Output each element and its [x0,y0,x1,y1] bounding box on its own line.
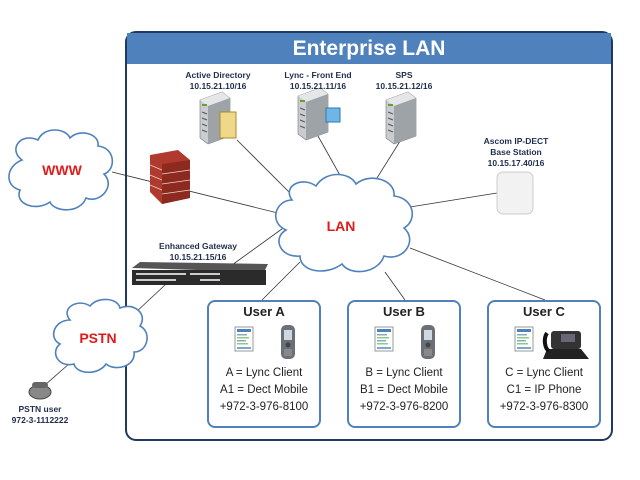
lync-front-end-server-icon [297,87,329,141]
base-station-name: Ascom IP-DECT [483,136,549,146]
pstn-user-number: 972-3-1112222 [11,415,69,425]
user-title: User C [523,304,565,319]
www-label: WWW [42,162,82,178]
server-name: Active Directory [185,70,251,80]
dect-mobile-icon [421,325,435,359]
pstn-phone-icon [28,382,52,400]
server-ip: 10.15.21.10/16 [189,81,247,91]
enterprise-lan-boundary [125,31,613,441]
sps-server-icon [385,91,417,145]
ip-phone-icon [542,331,589,359]
user-line-1: A = Lync Client [225,367,303,379]
firewall-icon [149,150,191,204]
server-name: Lync - Front End [284,70,352,80]
lync-client-icon [234,326,254,352]
lync-client-icon [374,326,394,352]
dect-mobile-icon [281,325,295,359]
base-station-name-2: Base Station [490,147,542,157]
user-line-1: B = Lync Client [365,367,443,379]
user-devices-icons [234,325,295,359]
user-title: User B [383,304,425,319]
user-line-2: A1 = Dect Mobile [220,384,308,396]
user-title: User A [243,304,285,319]
gateway-name: Enhanced Gateway [159,241,237,251]
server-name: SPS [395,70,413,80]
lan-label: LAN [326,218,356,234]
www-cloud [8,129,114,211]
lan-cloud [274,173,414,273]
base-station-ip: 10.15.17.40/16 [487,158,545,168]
user-phone-number: +972-3-976-8100 [219,401,309,413]
user-devices-icons [514,326,589,359]
user-line-2: B1 = Dect Mobile [360,384,448,396]
enhanced-gateway-icon [132,262,268,285]
user-c-box: User C C = Lync Client C1 = IP Phone +97… [487,300,601,428]
pstn-user-name: PSTN user [18,404,62,414]
folder-icon [219,111,237,139]
server-ip: 10.15.21.12/16 [375,81,433,91]
user-devices-icons [374,325,435,359]
gateway-ip: 10.15.21.15/16 [169,252,227,262]
lync-client-icon [514,326,534,352]
enterprise-lan-title: Enterprise LAN [127,33,611,64]
pstn-cloud [52,298,148,374]
base-station-icon [496,171,534,215]
user-phone-number: +972-3-976-8200 [359,401,449,413]
user-a-box: User A A = Lync Client A1 = Dect Mobile … [207,300,321,428]
user-line-1: C = Lync Client [505,367,583,379]
user-b-box: User B B = Lync Client B1 = Dect Mobile … [347,300,461,428]
pstn-label: PSTN [79,330,117,346]
user-phone-number: +972-3-976-8300 [499,401,589,413]
server-ip: 10.15.21.11/16 [289,81,347,91]
lync-logo-icon [325,107,341,123]
user-line-2: C1 = IP Phone [506,384,582,396]
